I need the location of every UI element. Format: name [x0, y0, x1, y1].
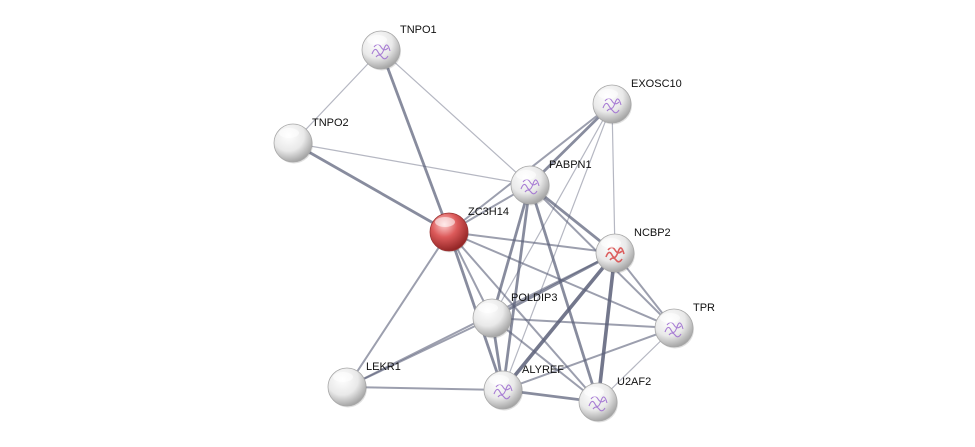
- node-label: ZC3H14: [468, 206, 509, 218]
- node-label: ALYREF: [522, 364, 564, 376]
- edge-tnpo1-tnpo2[interactable]: [292, 49, 382, 144]
- node-highlight: [333, 372, 353, 382]
- node-label: LEKR1: [366, 361, 401, 373]
- edge-exosc10-ncbp2[interactable]: [611, 103, 616, 254]
- node-poldip3[interactable]: POLDIP3: [472, 292, 557, 339]
- node-tnpo2[interactable]: TNPO2: [273, 117, 349, 164]
- edge-ncbp2-u2af2[interactable]: [596, 251, 617, 404]
- edge-tnpo1-pabpn1[interactable]: [380, 49, 531, 186]
- node-label: U2AF2: [617, 376, 651, 388]
- edge-pabpn1-poldip3[interactable]: [490, 183, 532, 320]
- edge-pabpn1-alyref[interactable]: [501, 183, 532, 392]
- node-tnpo1[interactable]: TNPO1: [361, 24, 437, 71]
- node-label: NCBP2: [634, 227, 671, 239]
- edge-zc3h14-u2af2[interactable]: [448, 231, 599, 403]
- node-alyref[interactable]: ALYREF: [483, 364, 564, 411]
- node-highlight: [489, 375, 509, 385]
- edge-alyref-tpr[interactable]: [502, 327, 675, 391]
- edge-exosc10-poldip3[interactable]: [491, 103, 613, 319]
- node-label: PABPN1: [549, 159, 592, 171]
- node-label: POLDIP3: [511, 292, 557, 304]
- node-exosc10[interactable]: EXOSC10: [592, 78, 682, 125]
- node-pabpn1[interactable]: PABPN1: [510, 159, 592, 206]
- edge-tnpo2-pabpn1[interactable]: [292, 142, 531, 186]
- node-label: TNPO1: [400, 24, 437, 36]
- edge-zc3h14-ncbp2[interactable]: [448, 231, 616, 254]
- edge-tnpo1-zc3h14[interactable]: [379, 48, 451, 234]
- edge-zc3h14-lekr1[interactable]: [346, 231, 450, 388]
- node-highlight: [435, 217, 455, 227]
- node-label: EXOSC10: [631, 78, 682, 90]
- node-label: TNPO2: [312, 117, 349, 129]
- node-highlight: [516, 170, 536, 180]
- node-highlight: [660, 313, 680, 323]
- edge-poldip3-u2af2[interactable]: [491, 317, 599, 403]
- node-highlight: [367, 35, 387, 45]
- edge-alyref-lekr1[interactable]: [346, 386, 504, 391]
- node-tpr[interactable]: TPR: [654, 302, 715, 349]
- edge-poldip3-lekr1[interactable]: [346, 317, 493, 388]
- node-highlight: [598, 89, 618, 99]
- node-highlight: [584, 387, 604, 397]
- node-lekr1[interactable]: LEKR1: [327, 361, 401, 408]
- node-ncbp2[interactable]: NCBP2: [595, 227, 671, 274]
- node-highlight: [601, 238, 621, 248]
- nodes-layer: TNPO1EXOSC10TNPO2PABPN1ZC3H14NCBP2POLDIP…: [273, 24, 715, 423]
- node-zc3h14[interactable]: ZC3H14: [429, 206, 509, 253]
- node-highlight: [478, 303, 498, 313]
- node-highlight: [279, 128, 299, 138]
- node-u2af2[interactable]: U2AF2: [578, 376, 651, 423]
- node-label: TPR: [693, 302, 715, 314]
- edge-poldip3-tpr[interactable]: [491, 317, 675, 329]
- edge-pabpn1-u2af2[interactable]: [528, 183, 600, 404]
- edge-tnpo2-zc3h14[interactable]: [291, 141, 451, 234]
